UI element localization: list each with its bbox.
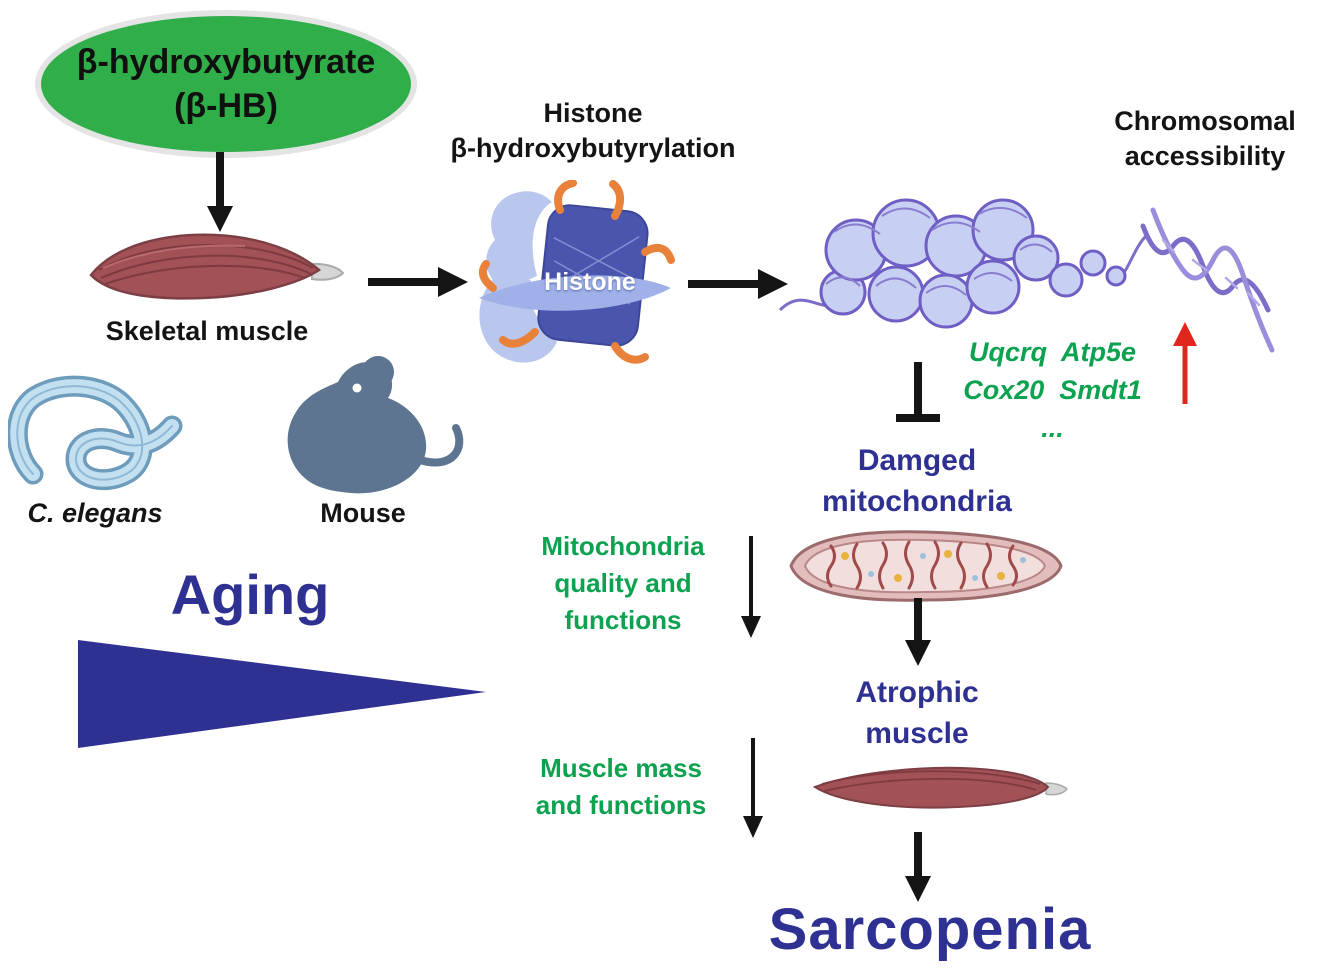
arrow-mito-to-atrophic: [905, 598, 931, 666]
aging-label: Aging: [170, 563, 330, 626]
c-elegans-label: C. elegans: [27, 498, 163, 528]
arrow-bhb-to-muscle: [207, 152, 233, 232]
skeletal-muscle-illustration: [89, 233, 345, 300]
upregulation-arrow: [1173, 322, 1197, 404]
histone-process-title-line1: Histone: [543, 98, 643, 128]
bhb-label: β-hydroxybutyrate (β-HB): [77, 40, 375, 128]
upregulated-genes: Uqcrq Atp5e Cox20 Smdt1 ...: [935, 334, 1170, 447]
damaged-mitochondria-line2: mitochondria: [821, 485, 1012, 519]
aging-wedge: [78, 640, 486, 748]
mitochondria-quality-label: Mitochondria quality and functions: [503, 528, 743, 639]
genes-line2: Cox20 Smdt1: [963, 374, 1142, 405]
decrease-arrow-muscle-mass: [743, 738, 763, 838]
atrophic-muscle-illustration: [812, 766, 1069, 809]
bhb-node: β-hydroxybutyrate (β-HB): [35, 10, 417, 158]
damaged-mitochondria-line1: Damged: [857, 444, 977, 477]
chromosomal-accessibility-line1: Chromosomal: [1114, 106, 1296, 136]
genes-line1: Uqcrq Atp5e: [968, 337, 1137, 367]
sarcopenia-label: Sarcopenia: [768, 897, 1092, 962]
arrow-muscle-to-histone: [368, 267, 468, 297]
bhb-label-line2: (β-HB): [174, 87, 278, 125]
chromosomal-accessibility-line2: accessibility: [1124, 141, 1286, 172]
c-elegans-illustration: [8, 375, 183, 491]
atrophic-muscle-line2: muscle: [865, 717, 969, 751]
chromatin-illustration: [778, 198, 1275, 353]
arrow-atrophic-to-sarcopenia: [905, 832, 931, 902]
histone-core-label: Histone: [544, 268, 636, 296]
atrophic-muscle-line1: Atrophic: [855, 676, 979, 709]
bhb-label-line1: β-hydroxybutyrate: [76, 42, 376, 81]
genes-line3: ...: [1041, 412, 1064, 443]
histone-illustration: [478, 180, 675, 364]
decrease-arrow-mito-quality: [741, 536, 761, 638]
chromosomal-accessibility-title: Chromosomal accessibility: [1090, 104, 1319, 174]
muscle-mass-line1: Muscle mass: [540, 753, 702, 783]
arrow-histone-to-chromatin: [688, 269, 788, 299]
mitochondria-quality-line1: Mitochondria: [541, 531, 705, 561]
damaged-mitochondria-label: Damged mitochondria: [798, 440, 1036, 523]
skeletal-muscle-label: Skeletal muscle: [105, 316, 309, 346]
histone-process-title-line2: β-hydroxybutyrylation: [450, 133, 736, 164]
muscle-mass-label: Muscle mass and functions: [496, 750, 746, 824]
mouse-illustration: [287, 356, 464, 494]
mitochondria-quality-line2: quality and: [554, 567, 692, 598]
muscle-mass-line2: and functions: [535, 789, 707, 820]
atrophic-muscle-label: Atrophic muscle: [818, 672, 1016, 755]
inhibition-tbar: [896, 362, 940, 422]
histone-process-title: Histone β-hydroxybutyrylation: [428, 96, 758, 166]
mitochondria-illustration: [789, 530, 1063, 602]
mitochondria-quality-line3: functions: [564, 604, 682, 635]
mouse-label: Mouse: [320, 498, 406, 528]
